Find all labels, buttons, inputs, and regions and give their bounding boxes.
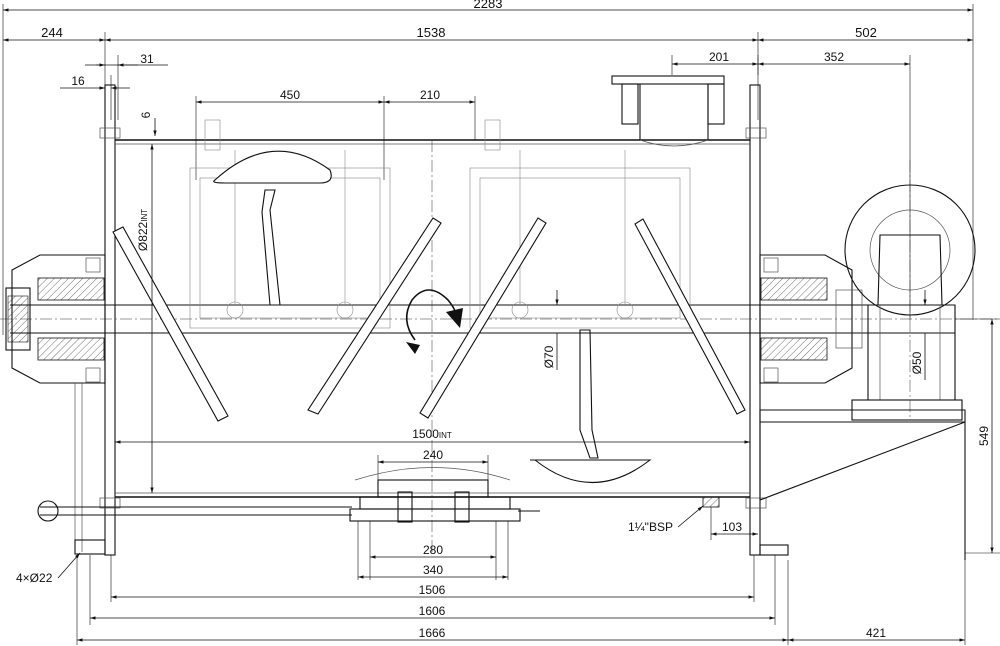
gear-motor — [759, 160, 976, 560]
dim-450: 450 — [280, 88, 300, 102]
right-bearing-housing — [759, 254, 863, 384]
dim-340: 340 — [423, 563, 443, 577]
holes-label: 4×Ø22 — [16, 571, 53, 585]
dim-240: 240 — [423, 448, 443, 462]
dim-2283: 2283 — [474, 0, 503, 11]
dim-shaft-50: Ø50 — [910, 351, 924, 374]
bottom-outlet-valve — [37, 479, 720, 523]
left-bearing-housing — [5, 254, 106, 555]
dim-502: 502 — [855, 25, 877, 40]
dim-1506: 1506 — [419, 583, 446, 597]
mixer-vessel — [99, 84, 767, 556]
dim-201: 201 — [709, 50, 729, 64]
dim-1538: 1538 — [417, 25, 446, 40]
dim-diameter-822: Ø822INT — [136, 209, 150, 251]
dim-16: 16 — [71, 74, 85, 88]
dim-280: 280 — [423, 543, 443, 557]
dim-103: 103 — [722, 520, 742, 534]
dim-6: 6 — [139, 111, 153, 118]
bsp-label: 1¼"BSP — [628, 520, 673, 534]
t-paddles — [213, 150, 652, 484]
dim-1500: 1500INT — [412, 427, 452, 441]
inlet-nozzle — [611, 75, 725, 147]
dim-1666: 1666 — [419, 626, 446, 640]
diagonal-blades — [112, 217, 746, 422]
dim-549: 549 — [977, 426, 991, 446]
internal-dimensions: Ø822INT Ø70 Ø50 1500INT 240 — [115, 144, 927, 493]
dim-210: 210 — [420, 88, 440, 102]
dim-31: 31 — [140, 52, 154, 66]
dim-1606: 1606 — [419, 604, 446, 618]
bottom-dimensions: 280 340 1506 1606 1666 421 103 1¼"BSP 4×… — [16, 318, 1000, 645]
dim-244: 244 — [41, 25, 63, 40]
top-dimensions: 2283 244 1538 502 31 16 6 450 210 201 — [2, 0, 974, 335]
dim-352: 352 — [824, 50, 844, 64]
dim-shaft-70: Ø70 — [542, 345, 556, 368]
rotation-arrow-icon — [405, 289, 463, 354]
dim-421: 421 — [866, 626, 886, 640]
